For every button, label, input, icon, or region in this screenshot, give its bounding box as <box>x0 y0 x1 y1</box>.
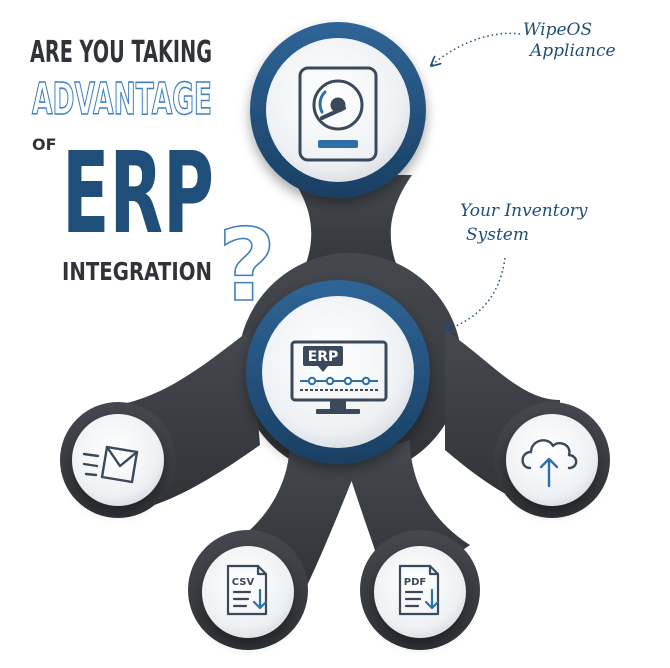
pdf-download-icon <box>398 564 440 616</box>
headline-of: OF <box>32 135 57 154</box>
csv-download-icon <box>226 564 268 616</box>
headline-line4: INTEGRATION <box>62 257 212 286</box>
wipeos-label-line1: WipeOS <box>523 20 592 40</box>
inventory-arrow <box>446 257 506 330</box>
erp-screen-label: ERP <box>308 349 339 365</box>
inventory-label-line1: Your Inventory <box>460 201 588 221</box>
left-node <box>72 414 164 506</box>
wipeos-label-line2: Appliance <box>528 41 616 61</box>
hard-drive-icon <box>298 66 378 162</box>
cloud-upload-icon <box>521 439 578 488</box>
center-node <box>246 280 430 464</box>
right-node <box>506 414 598 506</box>
pdf-label: PDF <box>404 577 426 588</box>
csv-label: CSV <box>232 577 255 588</box>
wipeos-arrow <box>432 32 521 65</box>
headline-line1: ARE YOU TAKING <box>30 35 212 70</box>
headline-question: ? <box>218 207 276 324</box>
headline-erp: ERP <box>62 129 214 259</box>
erp-monitor-icon <box>290 340 388 414</box>
email-icon <box>82 445 139 484</box>
inventory-label-line2: System <box>466 225 529 245</box>
headline-line2: ADVANTAGE <box>32 74 212 125</box>
